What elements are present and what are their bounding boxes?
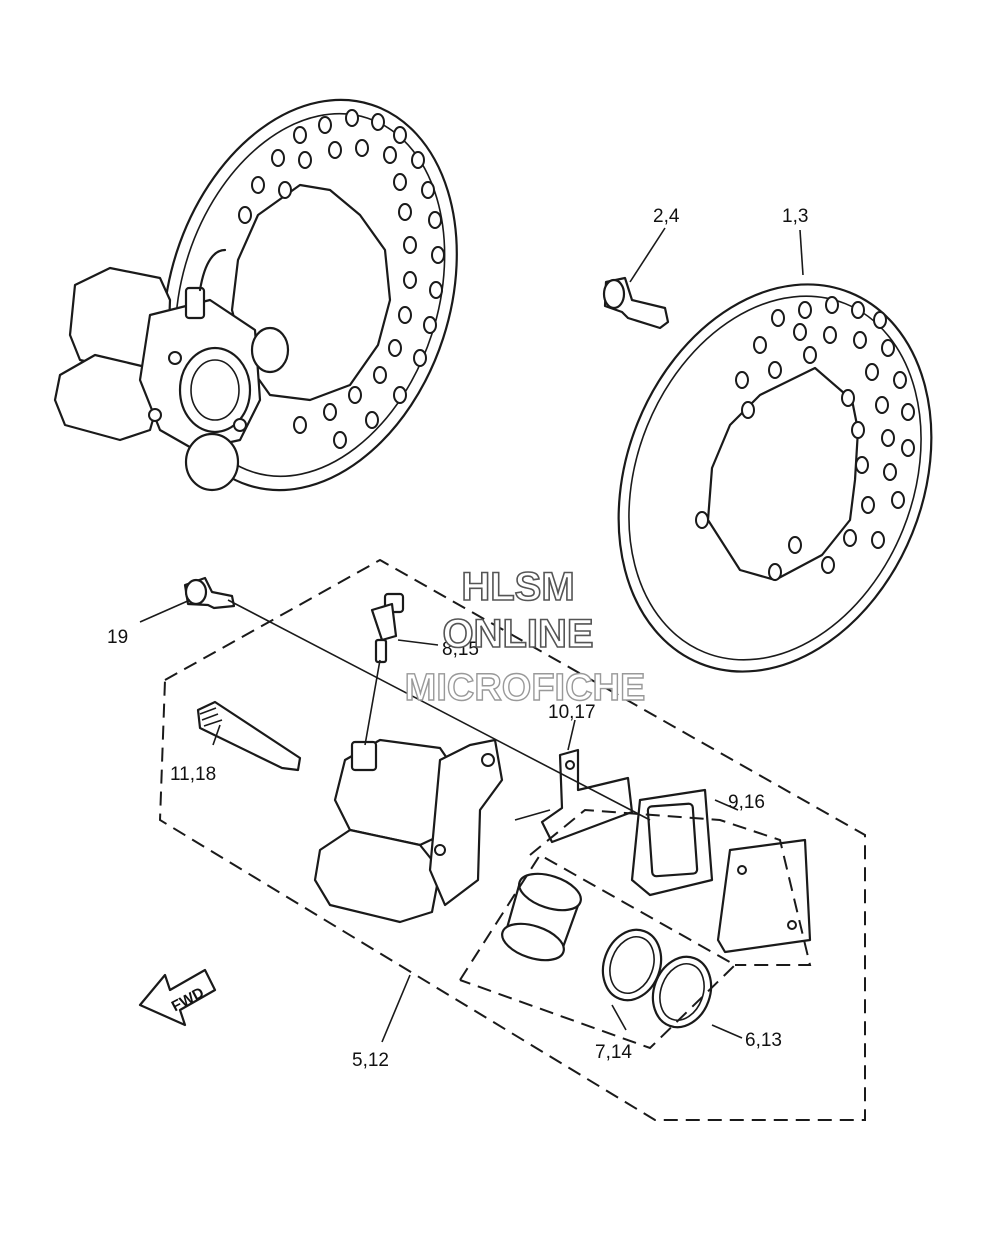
brake-pads-part <box>630 788 812 954</box>
brake-disc-part <box>617 283 933 673</box>
callout-2-4: 2,4 <box>653 206 680 227</box>
forward-arrow-icon: FWD <box>138 968 217 1027</box>
callout-5-12: 5,12 <box>352 1050 389 1071</box>
callout-11-18: 11,18 <box>170 764 216 785</box>
piston-seals-part <box>601 928 713 1029</box>
assembled-caliper <box>53 248 290 492</box>
callout-19: 19 <box>107 627 128 648</box>
callout-8-15: 8,15 <box>442 639 479 660</box>
leader-lines <box>139 227 804 1043</box>
callout-10-17: 10,17 <box>548 702 596 723</box>
pad-spring-part <box>540 748 634 844</box>
assembled-brake-disc <box>162 98 458 492</box>
disc-vent-holes-top <box>238 109 445 449</box>
callout-1-3: 1,3 <box>782 206 808 227</box>
caliper-bolt-part <box>183 576 236 610</box>
piston-part <box>501 872 582 962</box>
callout-6-13: 6,13 <box>745 1030 782 1051</box>
watermark-line-1: HLSM <box>461 565 574 609</box>
bleed-screw-part <box>370 592 405 664</box>
callout-9-16: 9,16 <box>728 792 765 813</box>
watermark-line-2: ONLINE <box>442 612 593 656</box>
slide-pin-part <box>196 700 302 772</box>
assembly-dashed-outline <box>158 558 866 1121</box>
watermark-line-3: MICROFICHE <box>405 667 646 709</box>
caliper-body-part <box>313 738 504 924</box>
callout-7-14: 7,14 <box>595 1042 632 1063</box>
disc-vent-holes-right <box>695 296 915 581</box>
watermark: HLSM ONLINE MICROFICHE <box>404 564 646 710</box>
disc-bolt-part <box>602 276 670 330</box>
